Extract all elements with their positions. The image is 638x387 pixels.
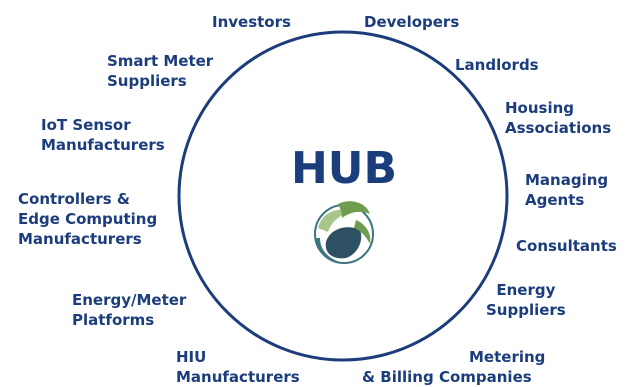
label-developers: Developers [364,13,460,31]
label-housing-associations: Housing Associations [505,99,612,137]
leaf-globe-icon [314,201,374,264]
label-managing-agents: Managing Agents [525,171,609,209]
label-energy-meter-platforms: Energy/Meter Platforms [72,291,187,329]
label-iot-sensor-manufacturers: IoT Sensor Manufacturers [41,116,165,154]
label-smart-meter-suppliers: Smart Meter Suppliers [107,52,214,90]
label-hiu-manufacturers: HIU Manufacturers [176,348,300,386]
label-landlords: Landlords [455,56,539,74]
label-consultants: Consultants [516,237,617,255]
label-energy-suppliers: Energy Suppliers [486,281,566,319]
hub-title: HUB [290,143,398,194]
hub-circle [177,30,509,362]
label-controllers-edge-computing: Controllers & Edge Computing Manufacture… [18,190,158,248]
label-investors: Investors [212,13,291,31]
label-metering-billing-companies: Metering & Billing Companies [362,348,546,386]
